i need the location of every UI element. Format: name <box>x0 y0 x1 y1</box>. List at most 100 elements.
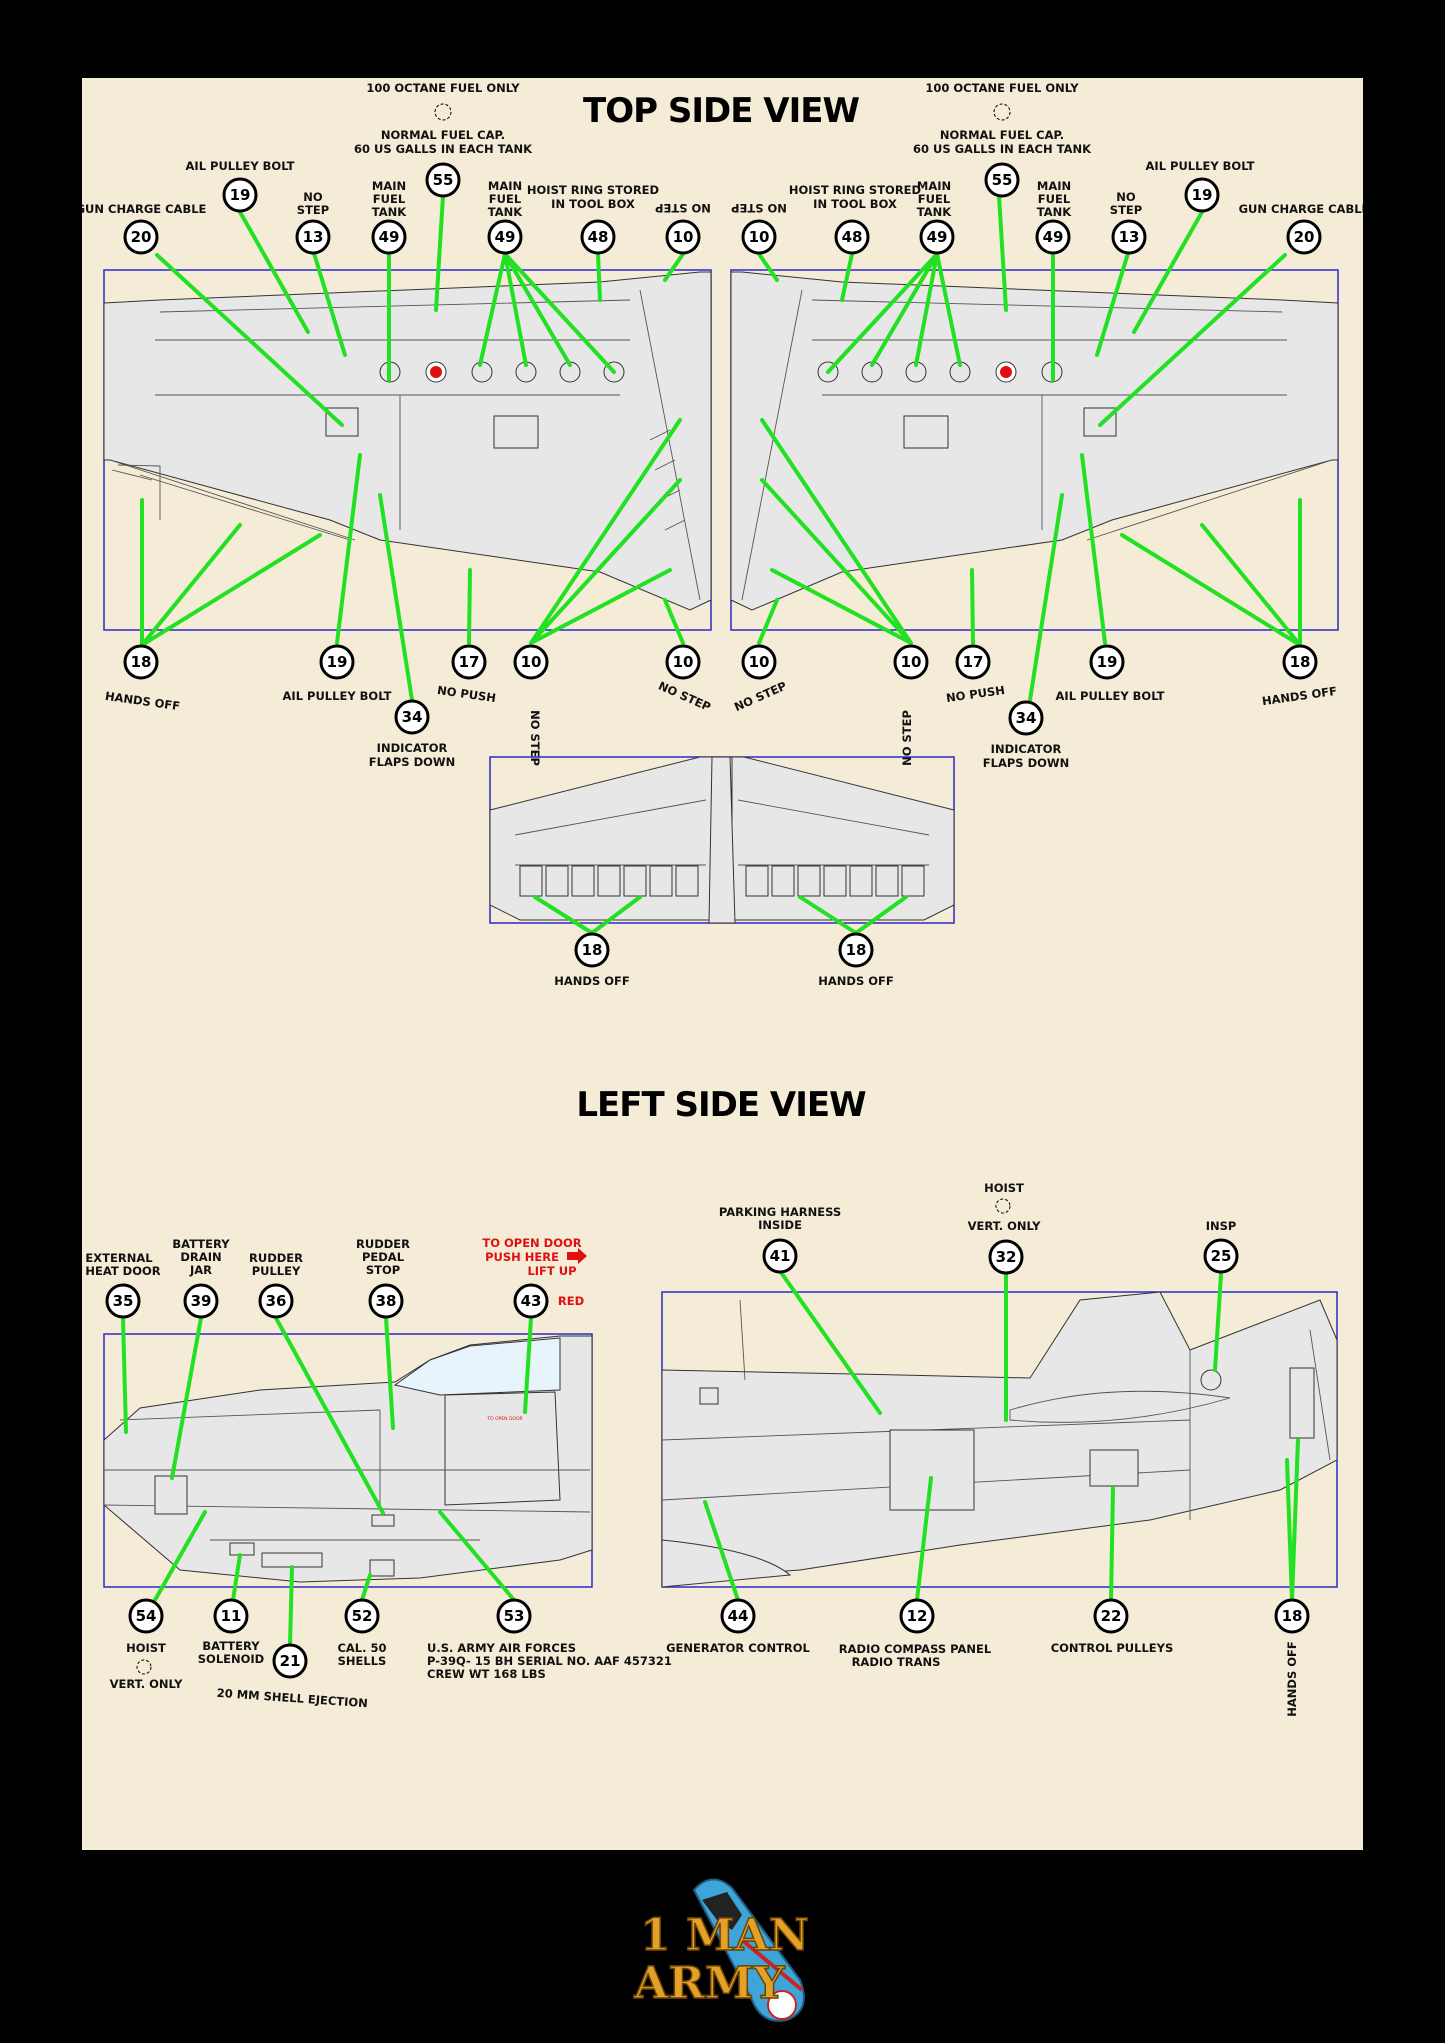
r-no-step-label: NO <box>1116 190 1136 204</box>
battery-drain-label-3: JAR <box>189 1263 212 1277</box>
callout-53: 53 <box>504 1607 525 1625</box>
callout-r-18: 18 <box>1290 653 1311 671</box>
red-label: RED <box>558 1294 584 1308</box>
open-door-label: TO OPEN DOOR <box>482 1236 581 1250</box>
main-fuel-tank-label-b: MAIN <box>488 179 522 193</box>
ail-pulley-bottom-label: AIL PULLEY BOLT <box>283 689 392 703</box>
ext-heat-door-label: EXTERNAL <box>85 1251 153 1265</box>
callout-41: 41 <box>770 1247 791 1265</box>
r-no-push-label: NO PUSH <box>945 683 1005 705</box>
under-hands-off-a: HANDS OFF <box>554 974 629 988</box>
callout-17: 17 <box>459 653 480 671</box>
indicator-label: INDICATOR <box>377 741 448 755</box>
left-wing-planform <box>103 271 712 611</box>
callout-32: 32 <box>996 1248 1017 1266</box>
battery-solenoid-label-2: SOLENOID <box>198 1652 264 1666</box>
main-fuel-tank-label: MAIN <box>372 179 406 193</box>
no-push-label: NO PUSH <box>436 683 496 705</box>
under-hands-off-b: HANDS OFF <box>818 974 893 988</box>
fuel-cap-label-2: 60 US GALLS IN EACH TANK <box>354 142 533 156</box>
callout-r-19-bottom: 19 <box>1097 653 1118 671</box>
side-hands-off-label: HANDS OFF <box>1285 1641 1299 1716</box>
callout-13: 13 <box>303 228 324 246</box>
callout-25: 25 <box>1211 1247 1232 1265</box>
callout-r-18-side: 18 <box>1282 1607 1303 1625</box>
hoist-ring-label: HOIST RING STORED <box>527 183 659 197</box>
callout-under-18a: 18 <box>582 941 603 959</box>
svg-text:TO OPEN DOOR: TO OPEN DOOR <box>486 1416 522 1422</box>
indicator-label-2: FLAPS DOWN <box>369 755 455 769</box>
logo-text-2: ARMY <box>633 1958 785 2009</box>
shell-ejection-label: 20 MM SHELL EJECTION <box>216 1686 368 1711</box>
hoist-label: HOIST <box>126 1641 166 1655</box>
rudder-pedal-label: RUDDER <box>356 1237 410 1251</box>
side-rear-view: 41 32 25 44 12 22 18 PARKING HARNESS INS… <box>661 1181 1338 1717</box>
side-front-view: TO OPEN DOOR 35 39 36 38 43 54 11 21 52 … <box>85 1236 672 1710</box>
cockpit-door <box>444 1391 561 1506</box>
callout-11: 11 <box>221 1607 242 1625</box>
r-main-fuel-tank-label-b3: TANK <box>1037 205 1072 219</box>
no-step-label: NO <box>303 190 323 204</box>
main-fuel-tank-label-3: TANK <box>372 205 407 219</box>
callout-r-10-edge: 10 <box>749 653 770 671</box>
rear-hoist-label: HOIST <box>984 1181 1024 1195</box>
radio-trans-label: RADIO TRANS <box>852 1655 941 1669</box>
top-side-view-title: TOP SIDE VIEW <box>583 91 859 131</box>
usaaf-label-3: CREW WT 168 LBS <box>427 1667 546 1681</box>
open-door-label-3: LIFT UP <box>527 1264 576 1278</box>
callout-21: 21 <box>280 1652 301 1670</box>
no-step-vertical-label: NO STEP <box>528 710 542 766</box>
r-fuel-cap-label-2: 60 US GALLS IN EACH TANK <box>913 142 1092 156</box>
logo-emblem <box>692 1878 805 2022</box>
callout-49: 49 <box>379 228 400 246</box>
callout-under-18b: 18 <box>846 941 867 959</box>
callout-r-49b: 49 <box>1043 228 1064 246</box>
logo-text-1: 1 MAN <box>640 1910 809 1961</box>
callout-48: 48 <box>588 228 609 246</box>
callout-38: 38 <box>376 1292 397 1310</box>
callout-12: 12 <box>907 1607 928 1625</box>
callout-49b: 49 <box>495 228 516 246</box>
r-no-step-label-2: STEP <box>1110 203 1142 217</box>
hands-off-label: HANDS OFF <box>104 689 181 713</box>
r-gun-charge-label: GUN CHARGE CABLE <box>1239 202 1363 216</box>
top-left-wing-view <box>103 269 712 631</box>
arrow-right-icon <box>567 1248 587 1264</box>
usaaf-label-2: P-39Q- 15 BH SERIAL NO. AAF 457321 <box>427 1654 672 1668</box>
callout-r-19: 19 <box>1192 186 1213 204</box>
callout-r-48: 48 <box>842 228 863 246</box>
callout-20: 20 <box>131 228 152 246</box>
rear-fuselage <box>661 1291 1338 1581</box>
callout-19-bottom: 19 <box>327 653 348 671</box>
one-man-army-logo: 1 MAN ARMY <box>632 1878 810 2022</box>
r-main-fuel-tank-label-2: FUEL <box>918 192 951 206</box>
callout-r-10: 10 <box>749 228 770 246</box>
callout-r-13: 13 <box>1119 228 1140 246</box>
insp-label: INSP <box>1206 1219 1237 1233</box>
callout-10: 10 <box>673 228 694 246</box>
control-pulleys-label: CONTROL PULLEYS <box>1051 1641 1174 1655</box>
no-step-flipped-label: NO STEP <box>655 201 711 215</box>
ail-pulley-label: AIL PULLEY BOLT <box>186 159 295 173</box>
r-fuel-only-label: 100 OCTANE FUEL ONLY <box>925 81 1079 95</box>
top-right-labels: 100 OCTANE FUEL ONLY NORMAL FUEL CAP. 60… <box>731 81 1363 770</box>
callout-43: 43 <box>521 1292 542 1310</box>
callout-10-bottom: 10 <box>521 653 542 671</box>
usaaf-label: U.S. ARMY AIR FORCES <box>427 1641 576 1655</box>
fuel-only-label: 100 OCTANE FUEL ONLY <box>366 81 520 95</box>
callout-52: 52 <box>352 1607 373 1625</box>
callout-r-49: 49 <box>927 228 948 246</box>
r-no-step-angled-label: NO STEP <box>732 679 789 714</box>
battery-drain-label: BATTERY <box>172 1237 230 1251</box>
r-main-fuel-tank-label-3: TANK <box>917 205 952 219</box>
no-step-angled-label: NO STEP <box>656 679 713 714</box>
left-side-view-title: LEFT SIDE VIEW <box>576 1085 866 1125</box>
cal50-label-2: SHELLS <box>338 1654 387 1668</box>
callout-r-20: 20 <box>1294 228 1315 246</box>
vert-only-label: VERT. ONLY <box>110 1677 184 1691</box>
main-fuel-tank-label-2: FUEL <box>373 192 406 206</box>
rudder-pedal-label-2: PEDAL <box>362 1250 405 1264</box>
callout-34: 34 <box>402 708 423 726</box>
callout-35: 35 <box>113 1292 134 1310</box>
r-ail-pulley-bottom-label: AIL PULLEY BOLT <box>1056 689 1165 703</box>
